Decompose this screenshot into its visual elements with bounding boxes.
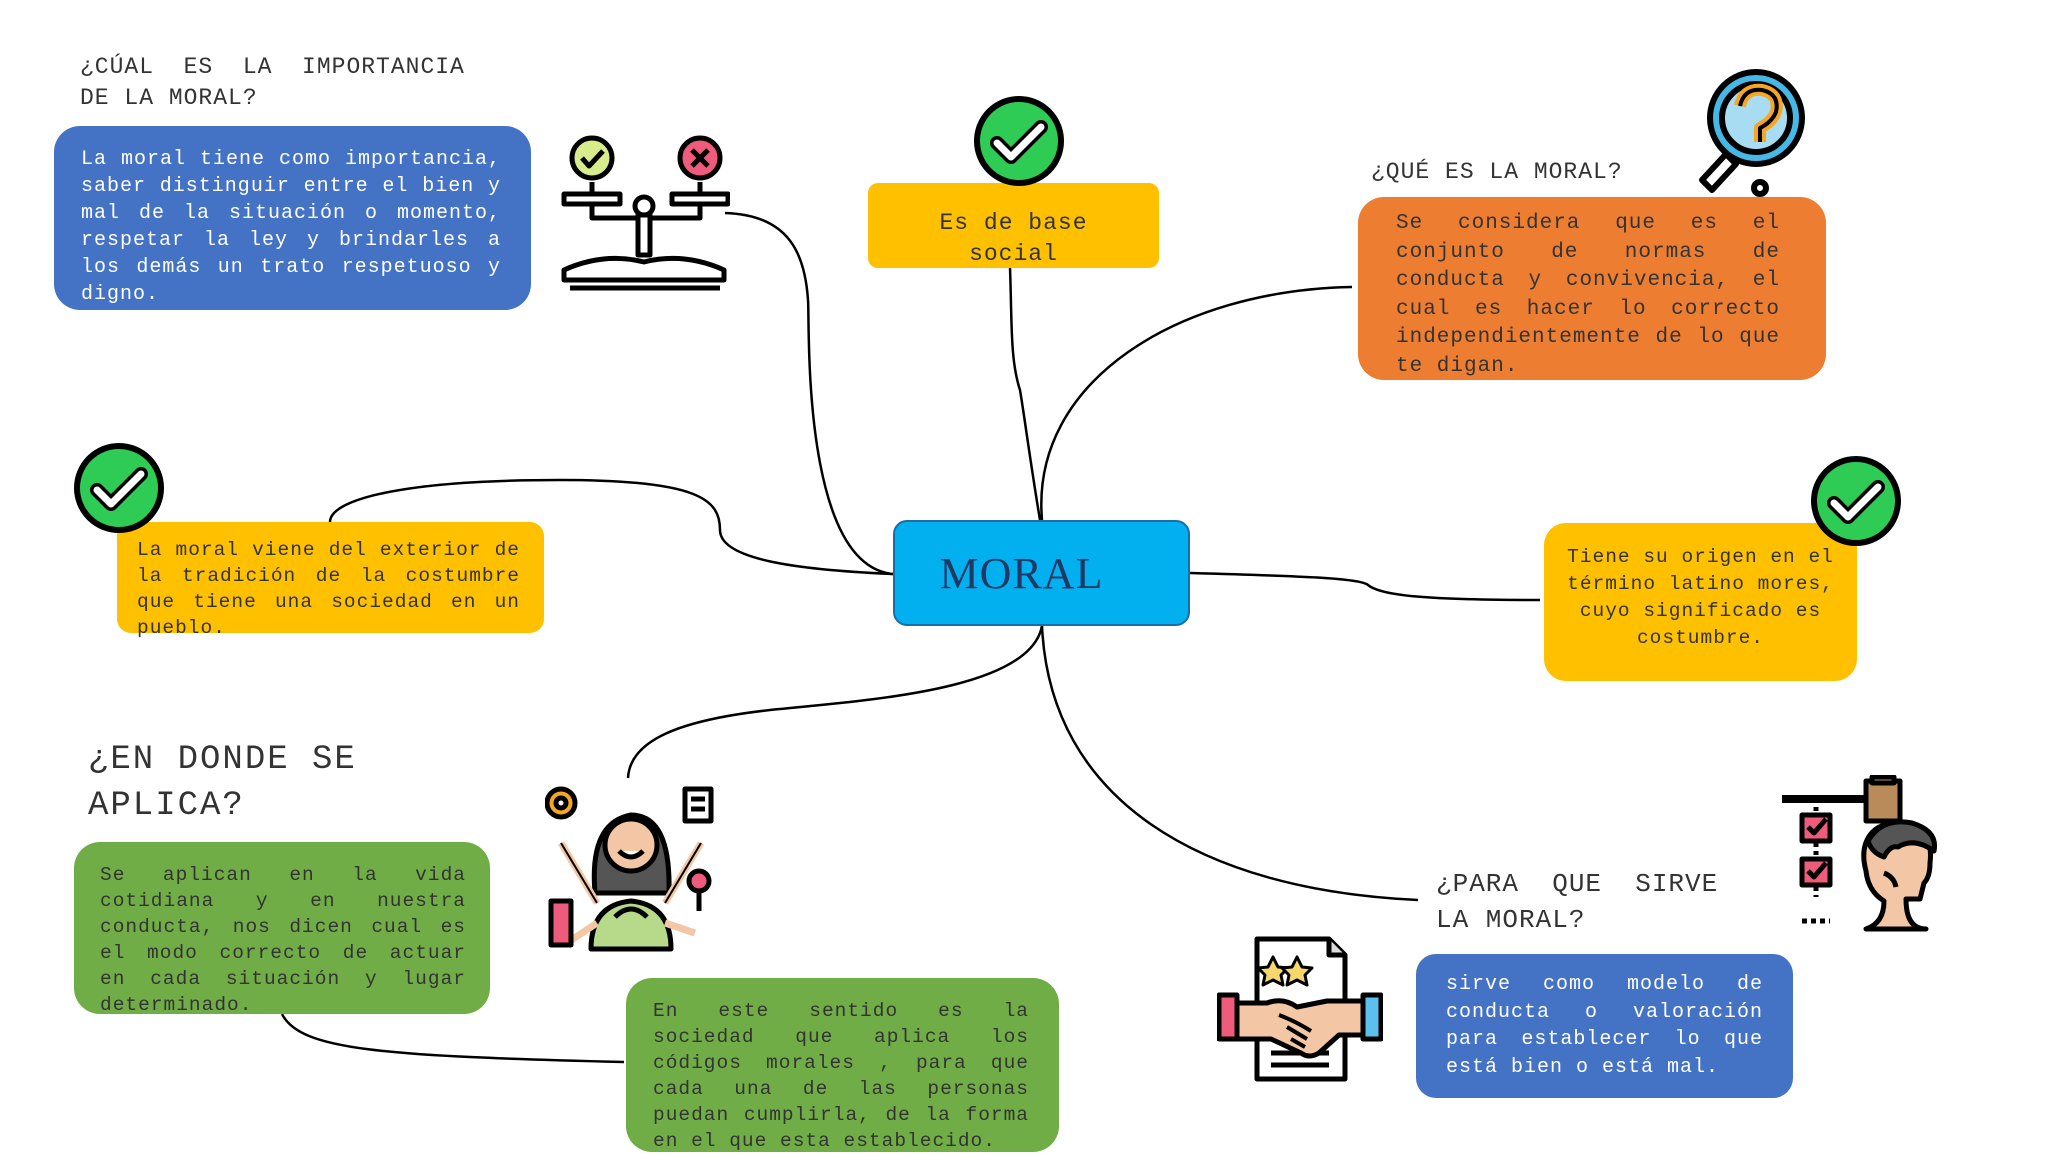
scale-check-cross-icon — [561, 135, 730, 291]
magnifier-question-icon — [1699, 69, 1805, 197]
que-es-box: Se considera que es el conjunto de norma… — [1358, 197, 1826, 380]
origen-box: Tiene su origen en el término latino mor… — [1544, 523, 1857, 681]
connector-que-es — [1040, 285, 1353, 521]
que-es-text: Se considera que es el conjunto de norma… — [1396, 212, 1780, 378]
connector-donde — [626, 625, 1044, 779]
importancia-heading: ¿CÚAL ES LA IMPORTANCIA DE LA MORAL? — [80, 54, 465, 111]
donde-heading: ¿EN DONDE SE APLICA? — [88, 741, 357, 825]
que-es-heading: ¿QUÉ ES LA MORAL? — [1371, 159, 1623, 185]
sirve-heading: ¿PARA QUE SIRVE LA MORAL? — [1436, 869, 1719, 935]
connector-vida-sentido — [280, 1013, 625, 1064]
checkmark-icon — [1811, 456, 1901, 546]
base-social-text: Es de base social — [939, 210, 1088, 267]
importancia-box: La moral tiene como importancia, saber d… — [54, 126, 531, 310]
sirve-box: sirve como modelo de conducta o valoraci… — [1416, 954, 1793, 1098]
base-social-box: Es de base social — [868, 183, 1159, 268]
sentido-box: En este sentido es la sociedad que aplic… — [626, 978, 1059, 1152]
connector-base-social — [1008, 267, 1042, 521]
vida-text: Se aplican en la vida cotidiana y en nue… — [100, 864, 466, 1016]
multitask-woman-icon — [545, 786, 714, 952]
exterior-box: La moral viene del exterior de la tradic… — [117, 522, 544, 639]
connector-importancia — [724, 211, 894, 576]
vida-box: Se aplican en la vida cotidiana y en nue… — [74, 842, 490, 1016]
sirve-text: sirve como modelo de conducta o valoraci… — [1446, 973, 1763, 1079]
center-label: MORAL — [939, 548, 1104, 598]
connector-origen — [1189, 571, 1541, 602]
importancia-text: La moral tiene como importancia, saber d… — [81, 148, 501, 306]
checkmark-icon — [974, 96, 1064, 186]
handshake-contract-icon — [1217, 936, 1383, 1082]
judge-gavel-head-icon — [1782, 775, 1938, 932]
origen-text: Tiene su origen en el término latino mor… — [1567, 546, 1834, 649]
connector-sirve — [1040, 625, 1419, 902]
checkmark-icon — [74, 443, 164, 533]
center-node: MORAL — [893, 520, 1190, 626]
exterior-text: La moral viene del exterior de la tradic… — [137, 539, 520, 639]
sentido-text: En este sentido es la sociedad que aplic… — [653, 1000, 1029, 1152]
